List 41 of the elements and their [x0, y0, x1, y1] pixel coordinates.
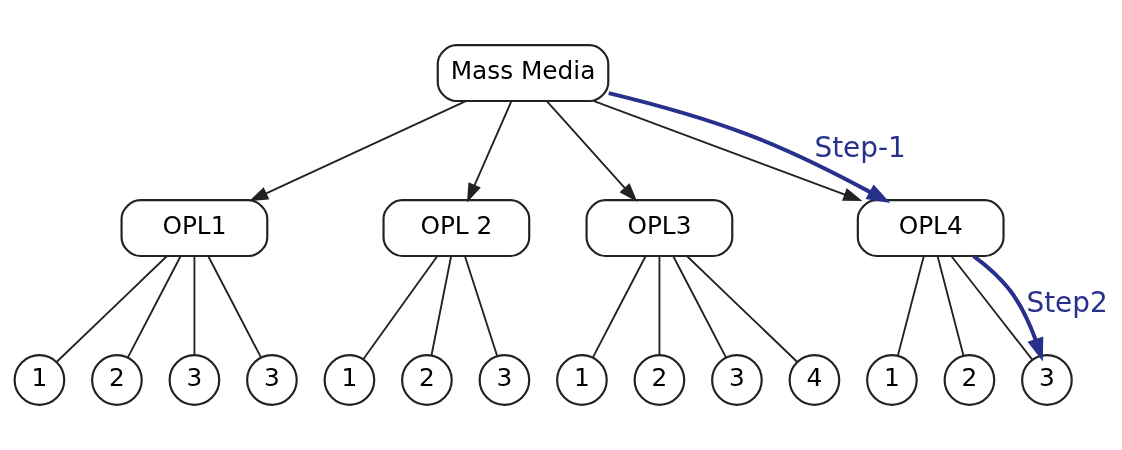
node-circle: 2 [401, 354, 453, 406]
connector [897, 255, 925, 357]
node-box: OPL 2 [382, 199, 531, 258]
connector [936, 255, 965, 357]
connector [658, 255, 661, 356]
arrow [972, 254, 1044, 362]
connector [55, 255, 168, 363]
connector [686, 255, 798, 363]
node-circle: 4 [788, 354, 841, 406]
node-circle: 2 [943, 354, 996, 406]
arrow [466, 100, 513, 203]
node-box: OPL1 [120, 199, 269, 258]
connector [430, 255, 453, 357]
node-box: OPL4 [856, 199, 1005, 258]
arrow [249, 100, 467, 202]
connector [464, 255, 499, 357]
node-circle: 1 [13, 354, 66, 406]
node-circle: 3 [168, 354, 221, 406]
edge-label: Step2 [1026, 286, 1108, 320]
connector [672, 255, 727, 359]
arrow [545, 100, 638, 202]
node-circle: 2 [633, 354, 686, 406]
node-circle: 1 [556, 354, 608, 406]
node-box: OPL3 [585, 199, 734, 258]
arrow [593, 100, 863, 202]
node-circle: 2 [91, 354, 143, 406]
node-box: Mass Media [436, 44, 610, 103]
node-circle: 1 [866, 354, 918, 406]
node-circle: 3 [246, 354, 298, 406]
connector [126, 255, 182, 359]
node-circle: 3 [711, 354, 763, 406]
connector [207, 255, 262, 359]
node-circle: 3 [478, 354, 531, 406]
connector [592, 255, 647, 359]
node-circle: 3 [1021, 354, 1073, 406]
arrow [608, 91, 891, 204]
edge-label: Step-1 [814, 131, 906, 165]
node-circle: 1 [323, 354, 376, 406]
connector [362, 255, 439, 361]
connector [950, 255, 1034, 361]
connector [193, 255, 196, 356]
